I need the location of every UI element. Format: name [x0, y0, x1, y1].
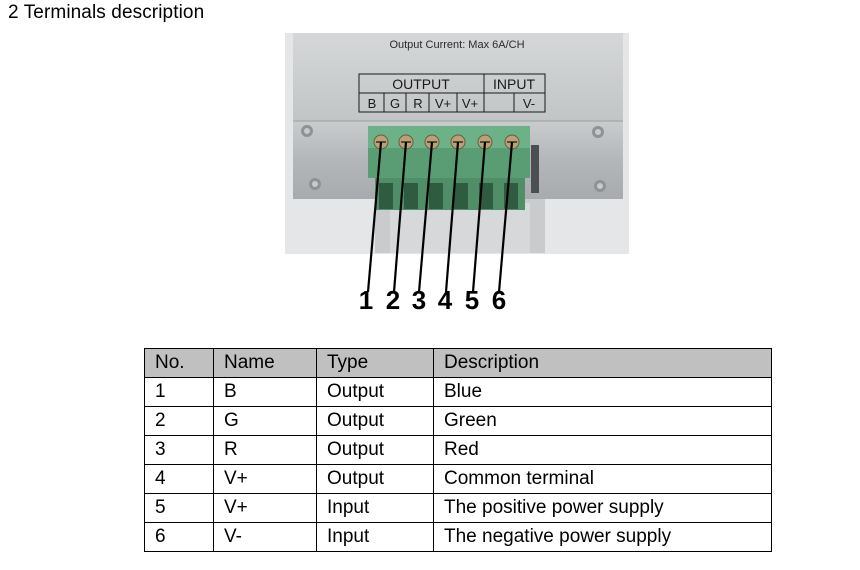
section-heading: 2 Terminals description: [8, 2, 205, 23]
header-name: Name: [213, 348, 317, 378]
cell-description: Red: [433, 435, 772, 465]
cell-no: 5: [144, 493, 214, 523]
table-row: 1 B Output Blue: [144, 377, 772, 407]
terminal-label-2: G: [390, 96, 400, 111]
cell-type: Output: [316, 464, 434, 494]
device-current-label: Output Current: Max 6A/CH: [389, 39, 524, 51]
pin-number-1: 1: [358, 285, 374, 315]
pin-number-6: 6: [491, 285, 507, 315]
cell-name: V-: [213, 522, 317, 552]
cell-type: Input: [316, 522, 434, 552]
screw-bottom-right-icon: [594, 180, 606, 192]
terminal-label-3: R: [413, 96, 422, 111]
header-type: Type: [316, 348, 434, 378]
terminal-block: [368, 126, 530, 210]
screw-bottom-left-icon: [309, 178, 321, 190]
cell-description: Common terminal: [433, 464, 772, 494]
cell-no: 6: [144, 522, 214, 552]
terminal-label-6: V-: [523, 96, 535, 111]
pin-number-5: 5: [464, 285, 480, 315]
cell-name: B: [213, 377, 317, 407]
input-group-label: INPUT: [493, 76, 535, 92]
output-group-label: OUTPUT: [392, 76, 450, 92]
cell-name: V+: [213, 464, 317, 494]
cell-type: Output: [316, 377, 434, 407]
terminals-table: No. Name Type Description 1 B Output Blu…: [144, 348, 772, 552]
pin-number-3: 3: [411, 285, 427, 315]
terminal-label-1: B: [368, 96, 377, 111]
table-row: 6 V- Input The negative power supply: [144, 522, 772, 552]
table-row: 2 G Output Green: [144, 406, 772, 436]
cell-name: G: [213, 406, 317, 436]
terminal-label-box: [358, 73, 546, 113]
screw-top-right-icon: [592, 126, 604, 138]
pin-number-4: 4: [437, 285, 453, 315]
terminal-label-5: V+: [462, 96, 478, 111]
pin-numbers: 1 2 3 4 5 6: [0, 285, 860, 319]
table-row: 5 V+ Input The positive power supply: [144, 493, 772, 523]
table-row: 4 V+ Output Common terminal: [144, 464, 772, 494]
terminal-label-4: V+: [435, 96, 451, 111]
table-header-row: No. Name Type Description: [144, 348, 772, 378]
cell-name: V+: [213, 493, 317, 523]
cell-description: The negative power supply: [433, 522, 772, 552]
cell-no: 2: [144, 406, 214, 436]
pin-number-2: 2: [385, 285, 401, 315]
cell-no: 1: [144, 377, 214, 407]
table-row: 3 R Output Red: [144, 435, 772, 465]
cell-description: Green: [433, 406, 772, 436]
cell-no: 4: [144, 464, 214, 494]
cell-name: R: [213, 435, 317, 465]
header-no: No.: [144, 348, 214, 378]
cell-type: Output: [316, 435, 434, 465]
cell-description: The positive power supply: [433, 493, 772, 523]
cell-type: Input: [316, 493, 434, 523]
cell-type: Output: [316, 406, 434, 436]
controller-illustration: Output Current: Max 6A/CH OUTPUT INPUT B…: [285, 33, 629, 254]
controller-photo: Output Current: Max 6A/CH OUTPUT INPUT B…: [285, 33, 629, 254]
screw-top-left-icon: [301, 125, 313, 137]
header-description: Description: [433, 348, 772, 378]
cell-no: 3: [144, 435, 214, 465]
cell-description: Blue: [433, 377, 772, 407]
